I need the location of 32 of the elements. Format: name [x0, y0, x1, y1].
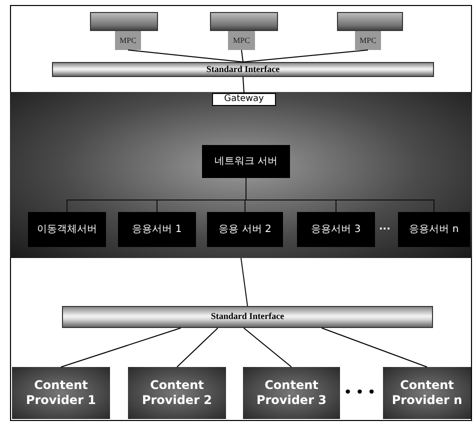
connector-line — [240, 258, 248, 306]
connector-line — [60, 328, 182, 368]
provider-box: Content Provider 2 — [128, 367, 226, 419]
connector-line — [176, 328, 218, 368]
interface-bar: Standard Interface — [62, 306, 433, 328]
server-box: 이동객체서버 — [28, 212, 106, 247]
connector-line — [241, 50, 244, 62]
server-box: 응용서버 3 — [297, 212, 375, 247]
ellipsis: • • • — [344, 384, 376, 401]
server-box: 응용서버 n — [398, 212, 470, 247]
gateway-band — [10, 92, 472, 258]
connector-line — [243, 328, 292, 368]
carrier-box — [210, 12, 278, 31]
gateway-box: Gateway — [212, 93, 276, 106]
server-box: 응용 서버 2 — [207, 212, 283, 247]
mpc-box: MPC — [115, 31, 141, 50]
provider-box: Content Provider n — [383, 367, 471, 419]
connector-line — [242, 76, 244, 94]
carrier-box — [90, 12, 158, 31]
mpc-box: MPC — [355, 31, 381, 50]
connector-line — [242, 50, 368, 62]
connector-line — [246, 178, 434, 212]
server-box: 응용서버 1 — [118, 212, 196, 247]
server-box: 네트워크 서버 — [202, 145, 290, 178]
connector-line — [128, 50, 244, 62]
interface-bar: Standard Interface — [52, 62, 434, 77]
mpc-box: MPC — [228, 31, 255, 50]
provider-box: Content Provider 1 — [12, 367, 110, 419]
carrier-box — [337, 12, 403, 31]
ellipsis: ··· — [379, 223, 390, 237]
provider-box: Content Provider 3 — [243, 367, 340, 419]
connector-line — [321, 328, 428, 368]
